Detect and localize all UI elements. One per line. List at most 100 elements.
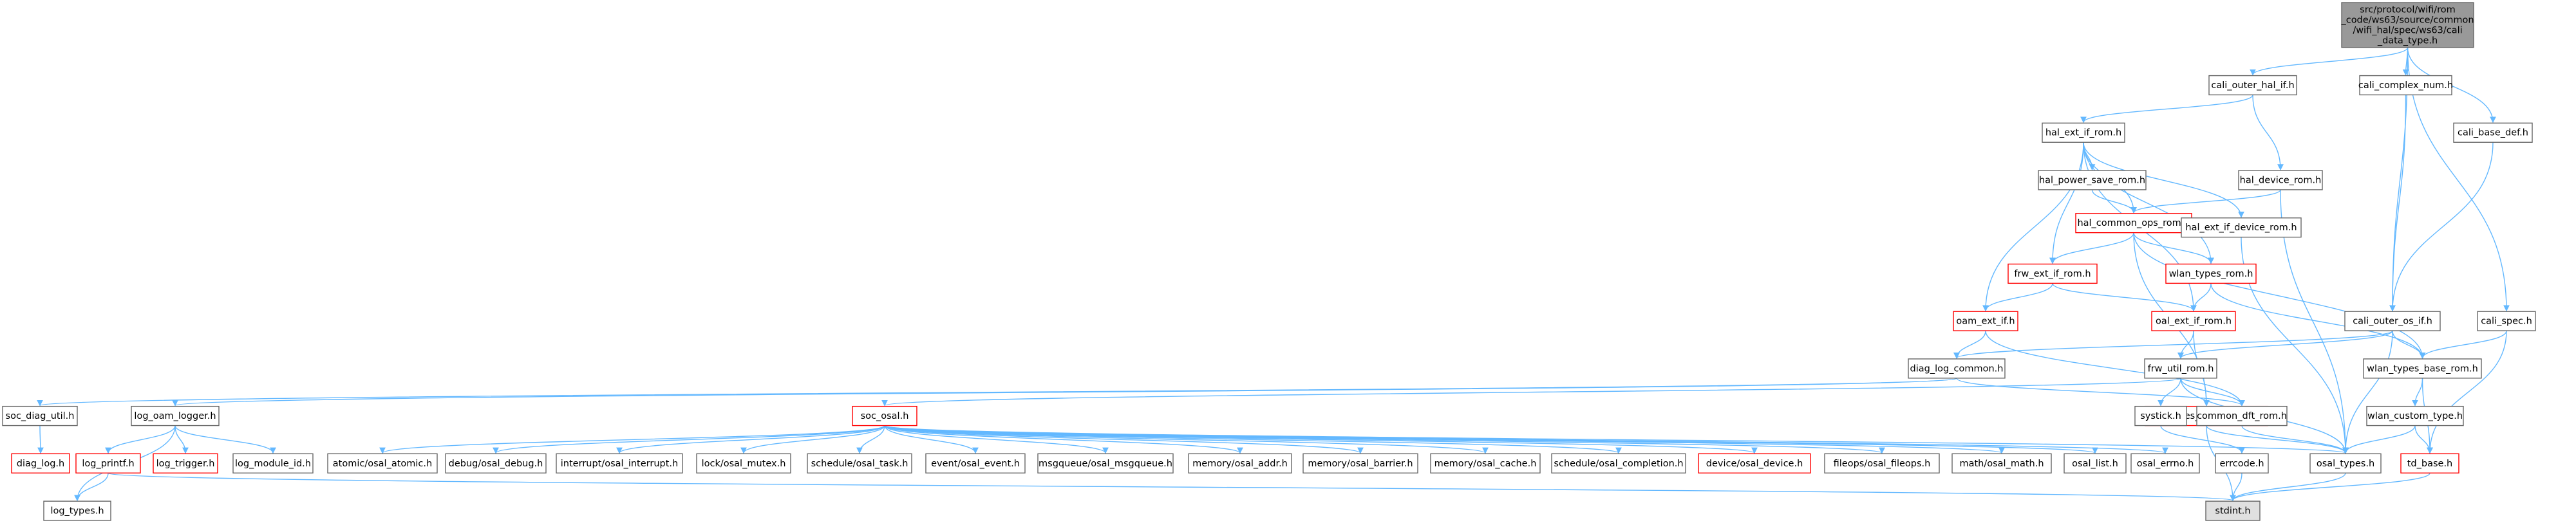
node-label: lock/osal_mutex.h xyxy=(702,459,786,469)
node-frw-util-rom[interactable]: frw_util_rom.h xyxy=(2144,358,2217,379)
node-box xyxy=(2205,500,2261,521)
node-box xyxy=(2042,122,2125,143)
node-mem-addr[interactable]: memory/osal_addr.h xyxy=(1188,453,1292,473)
node-oam-ext-if[interactable]: oam_ext_if.h xyxy=(1953,311,2018,331)
edge-log_oam_logger-to-log_printf xyxy=(105,425,176,454)
node-mem-barrier[interactable]: memory/osal_barrier.h xyxy=(1302,453,1418,473)
node-osal-types[interactable]: osal_types.h xyxy=(2309,453,2382,473)
node-label: errcode.h xyxy=(2219,459,2264,469)
node-box xyxy=(2134,405,2187,427)
node-osal-list[interactable]: osal_list.h xyxy=(2064,453,2127,473)
node-box xyxy=(925,453,1026,473)
node-oal-ext-if-rom[interactable]: oal_ext_if_rom.h xyxy=(2151,311,2236,331)
node-box xyxy=(1951,453,2052,473)
node-atomic[interactable]: atomic/osal_atomic.h xyxy=(327,453,438,473)
node-label: /wifi_hal/spec/ws63/cali xyxy=(2353,25,2462,35)
node-math[interactable]: math/osal_math.h xyxy=(1951,453,2052,473)
node-label: math/osal_math.h xyxy=(1959,459,2044,469)
node-log-printf[interactable]: log_printf.h xyxy=(75,453,141,473)
node-interrupt[interactable]: interrupt/osal_interrupt.h xyxy=(556,453,683,473)
node-fileops[interactable]: fileops/osal_fileops.h xyxy=(1824,453,1940,473)
node-msgqueue[interactable]: msgqueue/osal_msgqueue.h xyxy=(1037,453,1174,473)
node-cali-outer-os-if[interactable]: cali_outer_os_if.h xyxy=(2344,311,2441,331)
node-osal-errno[interactable]: osal_errno.h xyxy=(2130,453,2200,473)
node-box xyxy=(445,453,547,473)
node-label: stdint.h xyxy=(2215,506,2250,517)
node-log-types[interactable]: log_types.h xyxy=(43,500,111,521)
node-box xyxy=(131,405,220,427)
node-box xyxy=(2453,122,2533,143)
edge-root-to-cali_spec xyxy=(2407,47,2510,312)
node-label: wlan_types_rom.h xyxy=(2169,269,2253,279)
node-label: log_printf.h xyxy=(82,459,134,469)
node-frw-ext-if-rom[interactable]: frw_ext_if_rom.h xyxy=(2007,263,2098,284)
node-label: schedule/osal_task.h xyxy=(811,459,908,469)
node-label: hal_ext_if_device_rom.h xyxy=(2185,223,2297,233)
edge-hal_ext_if_rom-to-frw_ext_if_rom xyxy=(2049,142,2084,264)
node-cali-spec[interactable]: cali_spec.h xyxy=(2477,311,2536,331)
node-label: soc_osal.h xyxy=(861,411,909,421)
node-soc-diag-util[interactable]: soc_diag_util.h xyxy=(2,405,78,427)
node-stdint[interactable]: stdint.h xyxy=(2205,500,2261,521)
node-schedule-task[interactable]: schedule/osal_task.h xyxy=(807,453,912,473)
node-mem-cache[interactable]: memory/osal_cache.h xyxy=(1430,453,1541,473)
node-root[interactable]: src/protocol/wifi/rom_code/ws63/source/c… xyxy=(2340,2,2474,48)
node-wlan-types-rom[interactable]: wlan_types_rom.h xyxy=(2165,263,2257,284)
node-label: soc_diag_util.h xyxy=(6,411,75,421)
node-log-trigger[interactable]: log_trigger.h xyxy=(153,453,218,473)
node-label: fileops/osal_fileops.h xyxy=(1834,459,1931,469)
node-box xyxy=(232,453,314,473)
node-schedule-completion[interactable]: schedule/osal_completion.h xyxy=(1551,453,1686,473)
node-diag-log[interactable]: diag_log.h xyxy=(11,453,70,473)
edges-layer xyxy=(37,47,2510,502)
node-lock[interactable]: lock/osal_mutex.h xyxy=(696,453,791,473)
node-debug[interactable]: debug/osal_debug.h xyxy=(445,453,547,473)
node-label: src/protocol/wifi/rom xyxy=(2360,5,2456,15)
edge-diag_log_common-to-soc_diag_util xyxy=(37,378,1957,407)
edge-log_printf-to-log_types xyxy=(74,473,109,502)
node-label: common_dft_rom.h xyxy=(2197,411,2287,421)
node-log-oam-logger[interactable]: log_oam_logger.h xyxy=(131,405,220,427)
edge-systick-to-errcode xyxy=(2160,425,2245,454)
edge-root-to-cali_outer_hal_if xyxy=(2250,47,2409,76)
node-hal-ext-if-rom[interactable]: hal_ext_if_rom.h xyxy=(2042,122,2125,143)
node-wlan-types-base-rom[interactable]: wlan_types_base_rom.h xyxy=(2363,358,2482,379)
edge-soc_osal-to-mem_addr xyxy=(884,425,1243,454)
node-label: cali_complex_num.h xyxy=(2358,80,2453,91)
node-box xyxy=(2151,311,2236,331)
edge-diag_log_common-to-common_dft_rom xyxy=(1956,378,2245,407)
node-label: oam_ext_if.h xyxy=(1956,317,2015,327)
node-soc-osal[interactable]: soc_osal.h xyxy=(852,405,917,427)
node-box xyxy=(2165,263,2257,284)
node-log-module-id[interactable]: log_module_id.h xyxy=(232,453,314,473)
node-box xyxy=(2064,453,2127,473)
node-event[interactable]: event/osal_event.h xyxy=(925,453,1026,473)
edge-soc_osal-to-osal_types xyxy=(884,425,2348,454)
node-box xyxy=(852,405,917,427)
edge-cali_outer_os_if-to-frw_util_rom xyxy=(2177,330,2393,359)
node-td-base[interactable]: td_base.h xyxy=(2400,453,2459,473)
node-label: diag_log.h xyxy=(17,459,64,469)
node-wlan-custom-type[interactable]: wlan_custom_type.h xyxy=(2366,405,2464,427)
node-hal-power-save-rom[interactable]: hal_power_save_rom.h xyxy=(2038,170,2147,190)
node-device[interactable]: device/osal_device.h xyxy=(1698,453,1811,473)
node-label: osal_list.h xyxy=(2072,459,2118,469)
node-label: log_oam_logger.h xyxy=(134,411,216,421)
node-hal-device-rom[interactable]: hal_device_rom.h xyxy=(2238,170,2323,190)
edge-frw_util_rom-to-soc_osal xyxy=(881,378,2181,407)
node-systick[interactable]: systick.h xyxy=(2134,405,2187,427)
node-diag-log-common[interactable]: diag_log_common.h xyxy=(1908,358,2006,379)
node-cali-complex-num[interactable]: cali_complex_num.h xyxy=(2358,75,2453,96)
node-box xyxy=(1824,453,1940,473)
node-errcode[interactable]: errcode.h xyxy=(2215,453,2269,473)
node-box xyxy=(43,500,111,521)
node-box xyxy=(2359,75,2452,96)
node-common-dft-rom[interactable]: common_dft_rom.h xyxy=(2196,405,2288,427)
node-hal-ext-if-device-rom[interactable]: hal_ext_if_device_rom.h xyxy=(2181,217,2302,238)
node-cali-base-def[interactable]: cali_base_def.h xyxy=(2453,122,2533,143)
edge-soc_osal-to-schedule_task xyxy=(856,425,885,454)
edge-cali_outer_os_if-to-osal_types xyxy=(2342,331,2393,454)
node-hal-common-ops-rom[interactable]: hal_common_ops_rom.h xyxy=(2075,213,2192,234)
node-label: wlan_custom_type.h xyxy=(2367,411,2463,421)
node-cali-outer-hal-if[interactable]: cali_outer_hal_if.h xyxy=(2208,75,2297,96)
